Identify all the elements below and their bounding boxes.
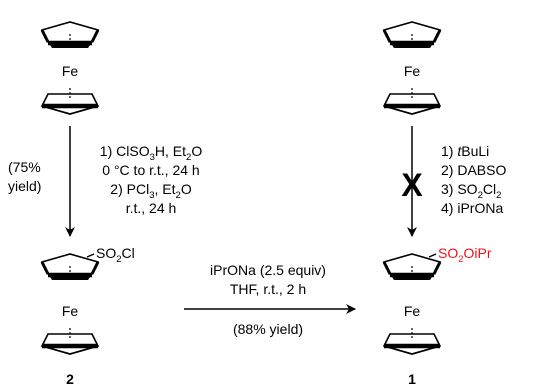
compound-number: 1 xyxy=(408,371,416,387)
cp-ring-top-icon xyxy=(42,254,98,280)
condition-step-4: 4) iPrONa xyxy=(441,200,503,216)
iron-label: Fe xyxy=(404,63,421,79)
iron-label: Fe xyxy=(62,63,79,79)
cp-ring-bottom-icon xyxy=(384,88,440,114)
cp-ring-bottom-icon xyxy=(384,328,440,354)
right-arrow-conditions: 1) tBuLi 2) DABSO 3) SO2Cl2 4) iPrONa xyxy=(441,143,506,216)
cp-ring-bottom-icon xyxy=(42,328,98,354)
iron-label: Fe xyxy=(404,303,421,319)
ferrocene-top-left: Fe xyxy=(42,22,98,114)
bottom-yield: (88% yield) xyxy=(233,321,303,337)
cp-ring-bottom-icon xyxy=(42,88,98,114)
cp-ring-top-icon xyxy=(42,22,98,48)
left-arrow-conditions: 1) ClSO3H, Et2O 0 °C to r.t., 24 h 2) PC… xyxy=(100,143,203,216)
condition-step-4: r.t., 24 h xyxy=(126,200,177,216)
cp-ring-top-icon xyxy=(384,254,440,280)
yield-line-2: yield) xyxy=(8,178,41,194)
condition-step-3: 3) SO2Cl2 xyxy=(441,181,501,201)
compound-2: SO2Cl Fe 2 xyxy=(42,245,135,387)
bottom-condition-1: iPrONa (2.5 equiv) xyxy=(210,262,326,278)
condition-step-3: 2) PCl3, Et2O xyxy=(110,181,192,201)
cp-ring-top-icon xyxy=(384,22,440,48)
ferrocene-top-right: Fe xyxy=(384,22,440,114)
compound-number: 2 xyxy=(66,371,74,387)
condition-step-2: 2) DABSO xyxy=(441,162,506,178)
sulfonate-ester-label: SO2OiPr xyxy=(438,245,492,265)
bottom-condition-2: THF, r.t., 2 h xyxy=(230,281,306,297)
compound-1: SO2OiPr Fe 1 xyxy=(384,245,492,387)
sulfonyl-chloride-label: SO2Cl xyxy=(96,245,135,265)
condition-step-1: 1) ClSO3H, Et2O xyxy=(100,143,203,163)
condition-step-1: 1) tBuLi xyxy=(441,143,489,159)
condition-step-2: 0 °C to r.t., 24 h xyxy=(102,162,199,178)
yield-line-1: (75% xyxy=(8,159,41,175)
blocked-x-icon: X xyxy=(401,167,423,203)
iron-label: Fe xyxy=(62,303,79,319)
